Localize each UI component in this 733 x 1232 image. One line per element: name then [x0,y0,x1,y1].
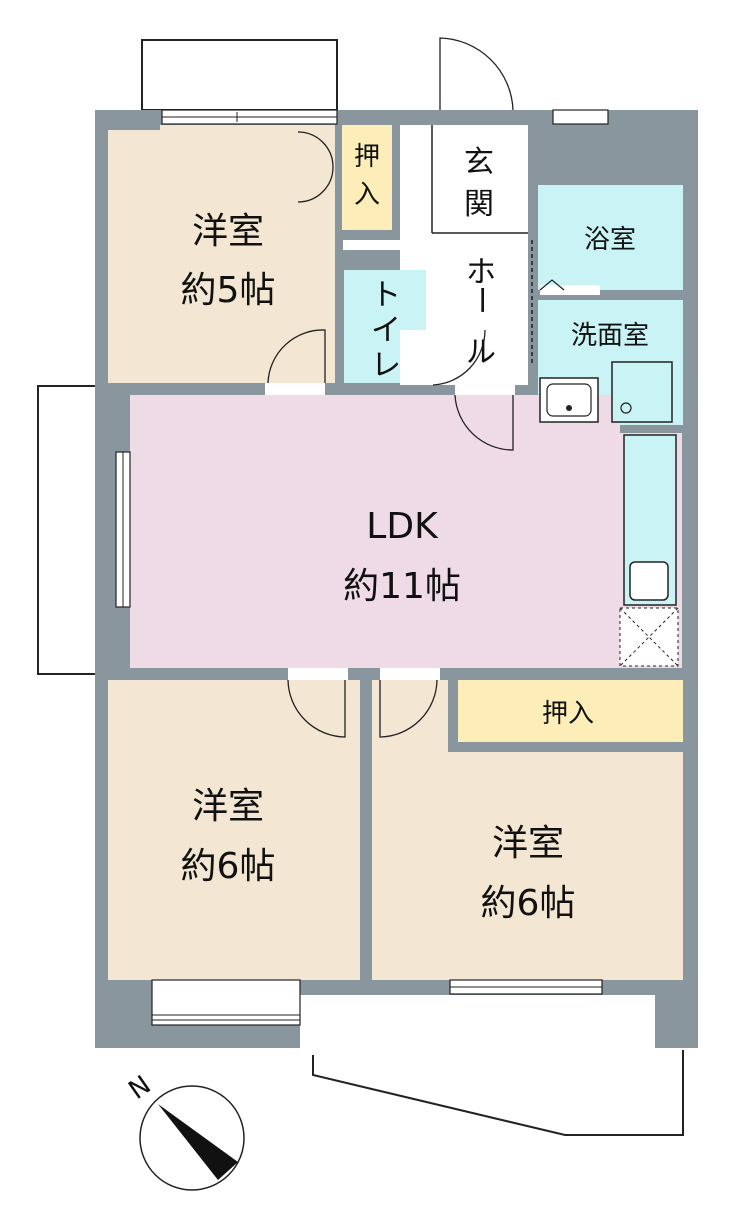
door-gap-hall [455,383,515,395]
door-gap-western-se [380,668,440,680]
label-ldk-name: LDK [366,506,439,547]
label-bath: 浴室 [584,225,636,255]
door-gap-western-sw [288,668,348,680]
bath-step-mark [539,279,565,291]
label-closet-nw-2: 入 [354,180,380,210]
door-swings [267,37,514,738]
label-toilet-2: イ [371,313,401,348]
balcony-west [37,385,101,675]
door-toilet [432,329,486,386]
label-western-nw-size: 約5帖 [181,270,276,311]
label-genkan-2: 関 [464,187,494,222]
label-ldk-size: 約11帖 [343,566,461,607]
room-bath [538,185,683,290]
label-toilet-1: ト [371,278,401,313]
room-western-se [372,680,683,980]
room-ldk [130,395,620,668]
label-closet-nw-1: 押 [354,142,380,172]
labels: 洋室 約5帖 押 入 玄 関 ホ ー ル ト イ レ 浴室 洗面室 LDK 約1… [181,142,649,924]
fridge-diag-2 [619,607,679,667]
room-closet-s [458,680,683,742]
wash-basin-bowl [546,383,592,417]
label-hall-1: ホ [466,255,496,290]
label-western-nw-name: 洋室 [192,211,264,252]
wall-cutout [300,995,655,1055]
door-openings [265,330,515,680]
fridge-diag-1 [619,607,679,667]
label-hall-3: ル [466,335,496,370]
wash-basin-drain [566,405,572,411]
washing-machine-pan-icon [611,361,673,423]
compass-north-label: N [123,1070,156,1106]
label-western-se-size: 約6帖 [481,883,576,924]
label-hall-2: ー [463,285,498,315]
room-closet-nw [342,125,392,230]
label-western-se-name: 洋室 [492,823,564,864]
door-closet-nw [297,131,334,203]
balcony-north [141,39,338,111]
room-western-nw [108,125,335,383]
room-western-sw [108,680,360,980]
door-gap-toilet [400,330,435,385]
door-western-se [379,679,438,738]
windows [115,109,609,1026]
window-bath [552,109,609,125]
washing-machine-drain [620,402,632,414]
door-western-sw [287,679,346,738]
label-genkan-1: 玄 [464,145,494,180]
door-western-nw [267,329,326,384]
label-toilet-3: レ [371,348,401,383]
label-closet-s: 押入 [542,699,594,729]
window-south-west [151,979,301,1026]
door-gap-western-nw [265,383,325,395]
bath-threshold [540,285,600,295]
door-front-entrance [439,37,514,111]
label-western-sw-size: 約6帖 [181,846,276,887]
label-western-sw-name: 洋室 [192,786,264,827]
door-hall-ldk [454,394,514,451]
shelf [343,240,425,250]
compass-needle [158,1104,238,1180]
north-arrow-icon: N [123,1070,245,1191]
kitchen-sink-icon [629,561,669,601]
label-washroom: 洗面室 [571,321,649,351]
